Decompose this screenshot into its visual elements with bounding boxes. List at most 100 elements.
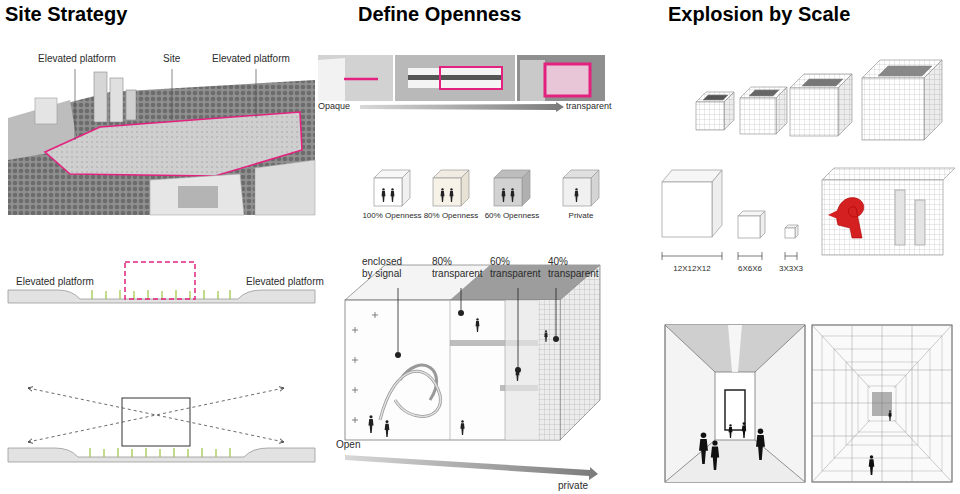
view-section — [28, 388, 284, 442]
site-section — [229, 290, 230, 299]
view-section — [145, 448, 146, 457]
openness-block — [461, 288, 462, 310]
site-section — [147, 290, 148, 299]
scale-cubes — [837, 198, 864, 238]
openness-block — [515, 367, 521, 373]
openness-photos — [408, 68, 503, 88]
openness-block — [400, 365, 437, 400]
openness-block — [380, 371, 440, 420]
openness-block — [544, 330, 547, 342]
openness-block — [380, 365, 440, 420]
view-section — [187, 449, 188, 457]
scale-perspectives — [912, 325, 913, 482]
openness-block — [345, 455, 598, 480]
site-model — [178, 186, 218, 208]
site-model — [126, 90, 136, 120]
scale-perspectives — [665, 325, 715, 372]
site-section — [91, 290, 92, 299]
openness-photos — [344, 78, 378, 81]
openness-photos — [517, 55, 605, 101]
view-section — [173, 448, 174, 457]
openness-photos — [545, 64, 590, 96]
openness-block — [505, 300, 506, 440]
scale-perspectives — [715, 372, 755, 440]
dimension-label: 3X3X3 — [779, 264, 803, 273]
scale-end-label: Opaque — [318, 101, 350, 111]
openness-cubes — [382, 188, 386, 202]
view-section — [8, 388, 315, 462]
scale-rings — [749, 90, 779, 96]
openness-label: 100% Openness — [362, 211, 421, 220]
site-label: Elevated platform — [212, 53, 290, 65]
scale-cubes — [822, 180, 943, 255]
openness-photos — [318, 58, 345, 101]
openness-block — [368, 318, 547, 437]
scale-perspectives — [894, 420, 952, 482]
view-section — [89, 448, 90, 457]
scale-rings — [696, 60, 942, 140]
scale-rings — [924, 60, 942, 140]
openness-cubes — [522, 170, 530, 206]
openness-block — [553, 336, 559, 342]
openness-photos — [395, 55, 515, 101]
openness-cubes — [502, 188, 506, 202]
view-section — [215, 449, 216, 457]
openness-block — [352, 312, 378, 423]
openness-label: 80% Openness — [424, 211, 479, 220]
scale-perspectives — [812, 325, 952, 482]
scale-rings — [802, 79, 843, 86]
scale-perspectives — [665, 325, 805, 482]
openness-cubes — [433, 178, 461, 206]
callout-label: 60% transparent — [490, 256, 546, 279]
callout-label: 80% transparent — [432, 256, 488, 279]
scale-perspectives — [665, 325, 952, 482]
site-section — [189, 291, 190, 299]
openness-cubes — [461, 170, 469, 206]
openness-cubes — [374, 178, 402, 206]
scale-perspectives — [725, 390, 745, 430]
scale-cubes — [662, 252, 797, 260]
view-section — [28, 388, 284, 442]
callout-label: enclosed by signal — [362, 256, 412, 279]
openness-block — [476, 318, 480, 332]
scale-perspectives — [665, 325, 805, 482]
section-heading: Explosion by Scale — [668, 3, 850, 26]
scale-perspectives — [665, 440, 805, 482]
scale-rings — [790, 88, 838, 136]
scale-perspectives — [728, 325, 742, 372]
openness-block — [560, 265, 600, 440]
site-model — [75, 69, 76, 140]
openness-block — [398, 288, 399, 352]
scale-perspectives — [812, 370, 952, 371]
site-section — [161, 291, 162, 299]
gradient-end-label: Open — [336, 439, 360, 451]
site-section — [203, 290, 204, 299]
openness-cubes — [391, 188, 395, 202]
scale-perspectives — [869, 455, 875, 475]
openness-photos — [318, 55, 393, 101]
scale-perspectives — [699, 422, 765, 470]
scale-perspectives — [812, 420, 870, 482]
scale-cubes — [828, 209, 840, 219]
scale-perspectives — [742, 422, 746, 438]
scale-perspectives — [869, 410, 892, 475]
site-section — [217, 291, 218, 299]
site-model — [94, 72, 107, 122]
openness-photos — [440, 67, 502, 89]
scale-cubes — [795, 225, 798, 238]
dimension-label: 6X6X6 — [738, 264, 762, 273]
view-section — [131, 449, 132, 457]
scale-cubes — [712, 170, 722, 237]
scale-perspectives — [755, 325, 805, 372]
openness-block — [345, 265, 600, 480]
scale-end-label: transparent — [566, 101, 612, 111]
openness-block — [395, 310, 559, 373]
scale-rings — [838, 74, 852, 136]
scale-rings — [703, 95, 728, 100]
site-section — [175, 290, 176, 299]
openness-cubes — [382, 188, 579, 202]
openness-cubes — [511, 188, 515, 202]
openness-block — [458, 310, 464, 316]
